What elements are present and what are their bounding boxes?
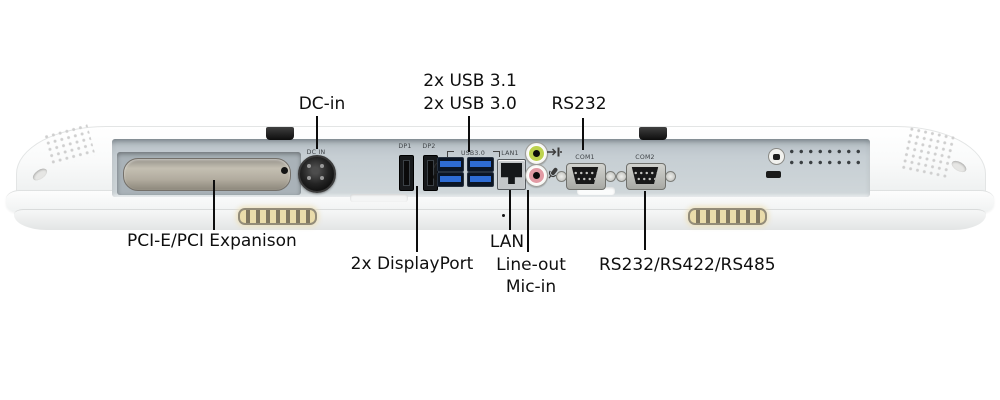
usb-bracket-right: [493, 151, 500, 157]
mic-in-hole: [533, 172, 540, 179]
callout-rs232: RS232: [551, 94, 607, 114]
case-slot-right: [577, 187, 615, 195]
leader-serial-combo: [644, 191, 646, 250]
dp1-port-label: DP1: [398, 143, 412, 150]
dc-pin: [307, 164, 311, 168]
lan-port: [497, 159, 526, 190]
case-slot-left: [350, 194, 408, 202]
usb-port-label: USB3.0: [460, 150, 486, 157]
com1-port: [566, 163, 606, 190]
lan-port-label: LAN1: [501, 150, 519, 157]
callout-line-out: Line-out: [496, 255, 566, 275]
dc-pin: [307, 176, 311, 180]
bracket-screw-hole: [281, 167, 288, 174]
lan-callout-dot: [502, 214, 505, 217]
led-strip-left: [238, 208, 317, 225]
device-lower-shell: [14, 209, 986, 230]
callout-lan: LAN: [489, 232, 525, 252]
callout-mic-in: Mic-in: [505, 277, 557, 297]
callout-dc-in: DC-in: [298, 94, 346, 114]
callout-serial-combo: RS232/RS422/RS485: [599, 255, 776, 275]
displayport-2: [423, 155, 438, 191]
displayport-1: [399, 155, 414, 191]
usb-port: [467, 157, 494, 172]
line-out-icon: [546, 146, 562, 158]
usb-port: [437, 157, 464, 172]
com2-port: [626, 163, 666, 190]
com1-port-label: COM1: [575, 154, 595, 161]
dc-in-connector: [298, 155, 336, 193]
dc-in-port-label: DC IN: [306, 149, 326, 156]
callout-usb31: 2x USB 3.1: [423, 71, 517, 91]
callout-usb: 2x USB 3.1 2x USB 3.0: [423, 70, 517, 115]
leader-audio: [527, 190, 529, 252]
usb-port: [437, 172, 464, 187]
callout-pci-expansion: PCI-E/PCI Expanison: [127, 231, 297, 251]
mic-in-jack: [525, 164, 548, 187]
com2-screw: [665, 171, 676, 182]
leader-dc-in: [316, 116, 318, 149]
callout-displayport: 2x DisplayPort: [350, 254, 474, 274]
kensington-lock-slot: [766, 171, 781, 178]
power-button: [768, 148, 785, 165]
com2-insert: [631, 167, 659, 184]
dc-pin: [320, 176, 324, 180]
com1-insert: [571, 167, 599, 184]
expansion-slot-bracket: [123, 158, 291, 191]
com1-screw: [605, 171, 616, 182]
leader-displayport: [416, 186, 418, 252]
leader-usb: [468, 116, 470, 152]
mounting-clip-left: [266, 127, 294, 140]
leader-pci: [213, 180, 215, 230]
led-strip-right: [688, 208, 767, 225]
line-out-jack: [525, 142, 548, 165]
mounting-clip-right: [639, 127, 667, 140]
usb-bracket-left: [447, 151, 454, 157]
com2-port-label: COM2: [635, 154, 655, 161]
leader-rs232: [582, 118, 584, 150]
dc-pin: [320, 164, 324, 168]
mic-in-icon: [546, 166, 560, 181]
line-out-hole: [533, 150, 540, 157]
usb-port: [467, 172, 494, 187]
vent-holes: [787, 146, 863, 166]
leader-lan: [509, 190, 511, 230]
callout-usb30: 2x USB 3.0: [423, 93, 517, 114]
dp2-port-label: DP2: [422, 143, 436, 150]
pinhole-button: [433, 174, 439, 180]
